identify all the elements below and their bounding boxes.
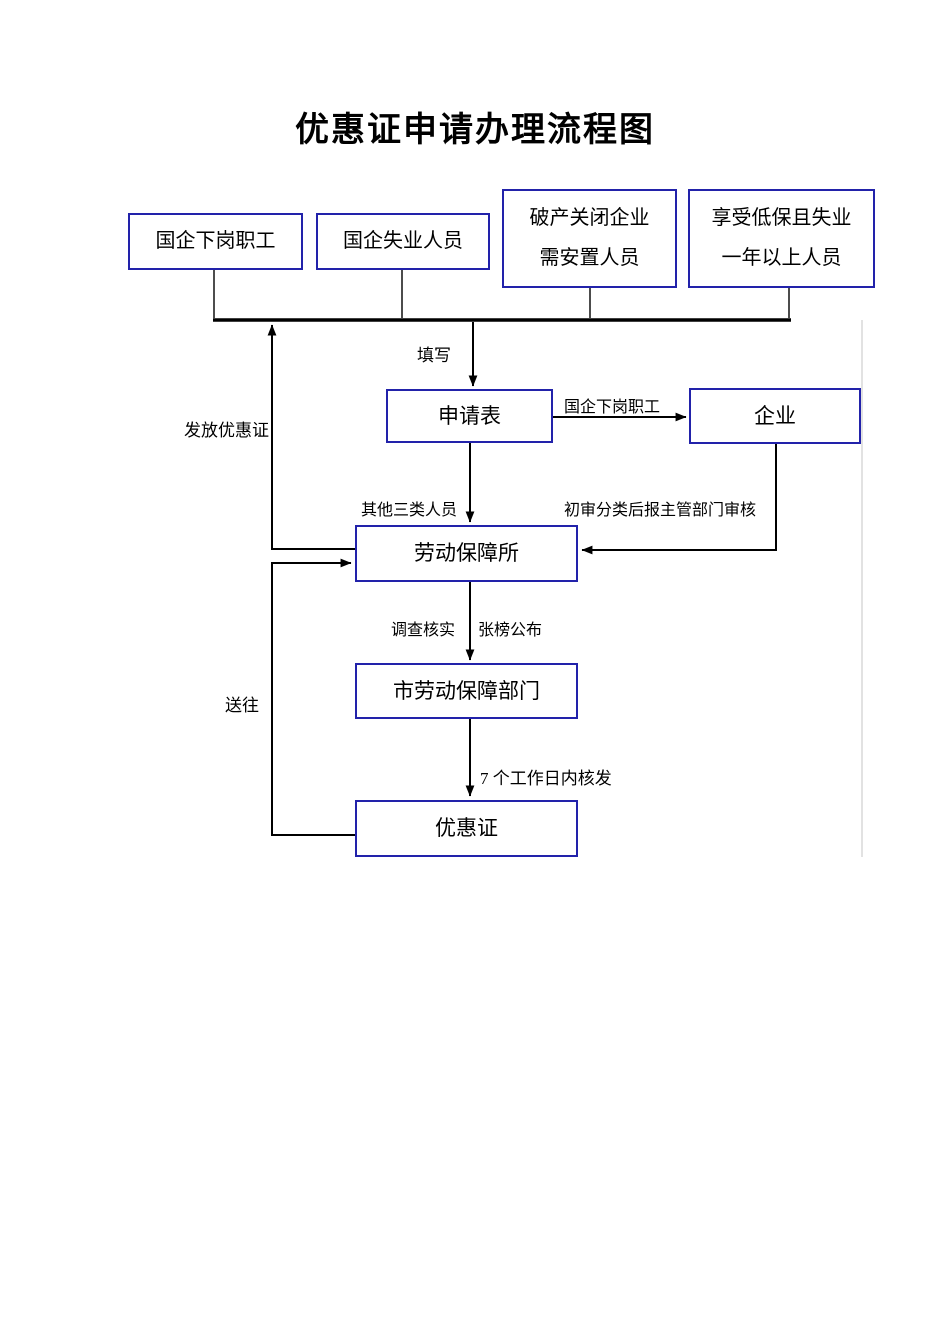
source-box-label-line2: 需安置人员 [539, 247, 640, 269]
edge-label-issue-certificate: 发放优惠证 [184, 421, 269, 440]
edge-label-post-announcement: 张榜公布 [478, 622, 543, 639]
node-enterprise: 企业 [689, 388, 861, 444]
node-labor-security-office: 劳动保障所 [355, 525, 578, 582]
source-box-label-line1: 享受低保且失业 [711, 207, 852, 229]
node-city-labor-security-dept: 市劳动保障部门 [355, 663, 578, 719]
node-label: 劳动保障所 [414, 541, 519, 566]
edge-send-to-labor-office-arrow [271, 558, 355, 836]
node-preferential-certificate: 优惠证 [355, 800, 578, 857]
edge-label-investigate-verify: 调查核实 [391, 622, 456, 639]
edge-label-other-three-categories: 其他三类人员 [361, 502, 458, 519]
node-label: 优惠证 [435, 816, 498, 841]
edge-issue-certificate-arrow [267, 324, 355, 550]
source-box-label-line1: 破产关闭企业 [529, 207, 650, 229]
edge-label-send-to: 送往 [225, 696, 259, 715]
source-box-label: 国企失业人员 [343, 230, 463, 252]
source-box-bankrupt-enterprise-resettle: 破产关闭企业 需安置人员 [502, 189, 677, 288]
node-application-form: 申请表 [386, 389, 553, 443]
node-label: 企业 [754, 403, 796, 428]
edge-label-preliminary-review: 初审分类后报主管部门审核 [564, 502, 757, 519]
node-label: 市劳动保障部门 [393, 678, 540, 703]
source-box-label: 国企下岗职工 [155, 230, 276, 252]
edge-label-soe-laid-off-route: 国企下岗职工 [564, 399, 661, 416]
source-box-label-line2: 一年以上人员 [721, 247, 842, 269]
edge-label-issue-within-7-days: 7 个工作日内核发 [480, 769, 612, 788]
edge-label-fill-in: 填写 [417, 346, 451, 365]
source-box-low-income-unemployed: 享受低保且失业 一年以上人员 [688, 189, 875, 288]
node-label: 申请表 [438, 403, 501, 428]
page-title: 优惠证申请办理流程图 [295, 111, 655, 149]
source-box-soe-laid-off-workers: 国企下岗职工 [128, 213, 303, 270]
source-box-soe-unemployed: 国企失业人员 [316, 213, 490, 270]
